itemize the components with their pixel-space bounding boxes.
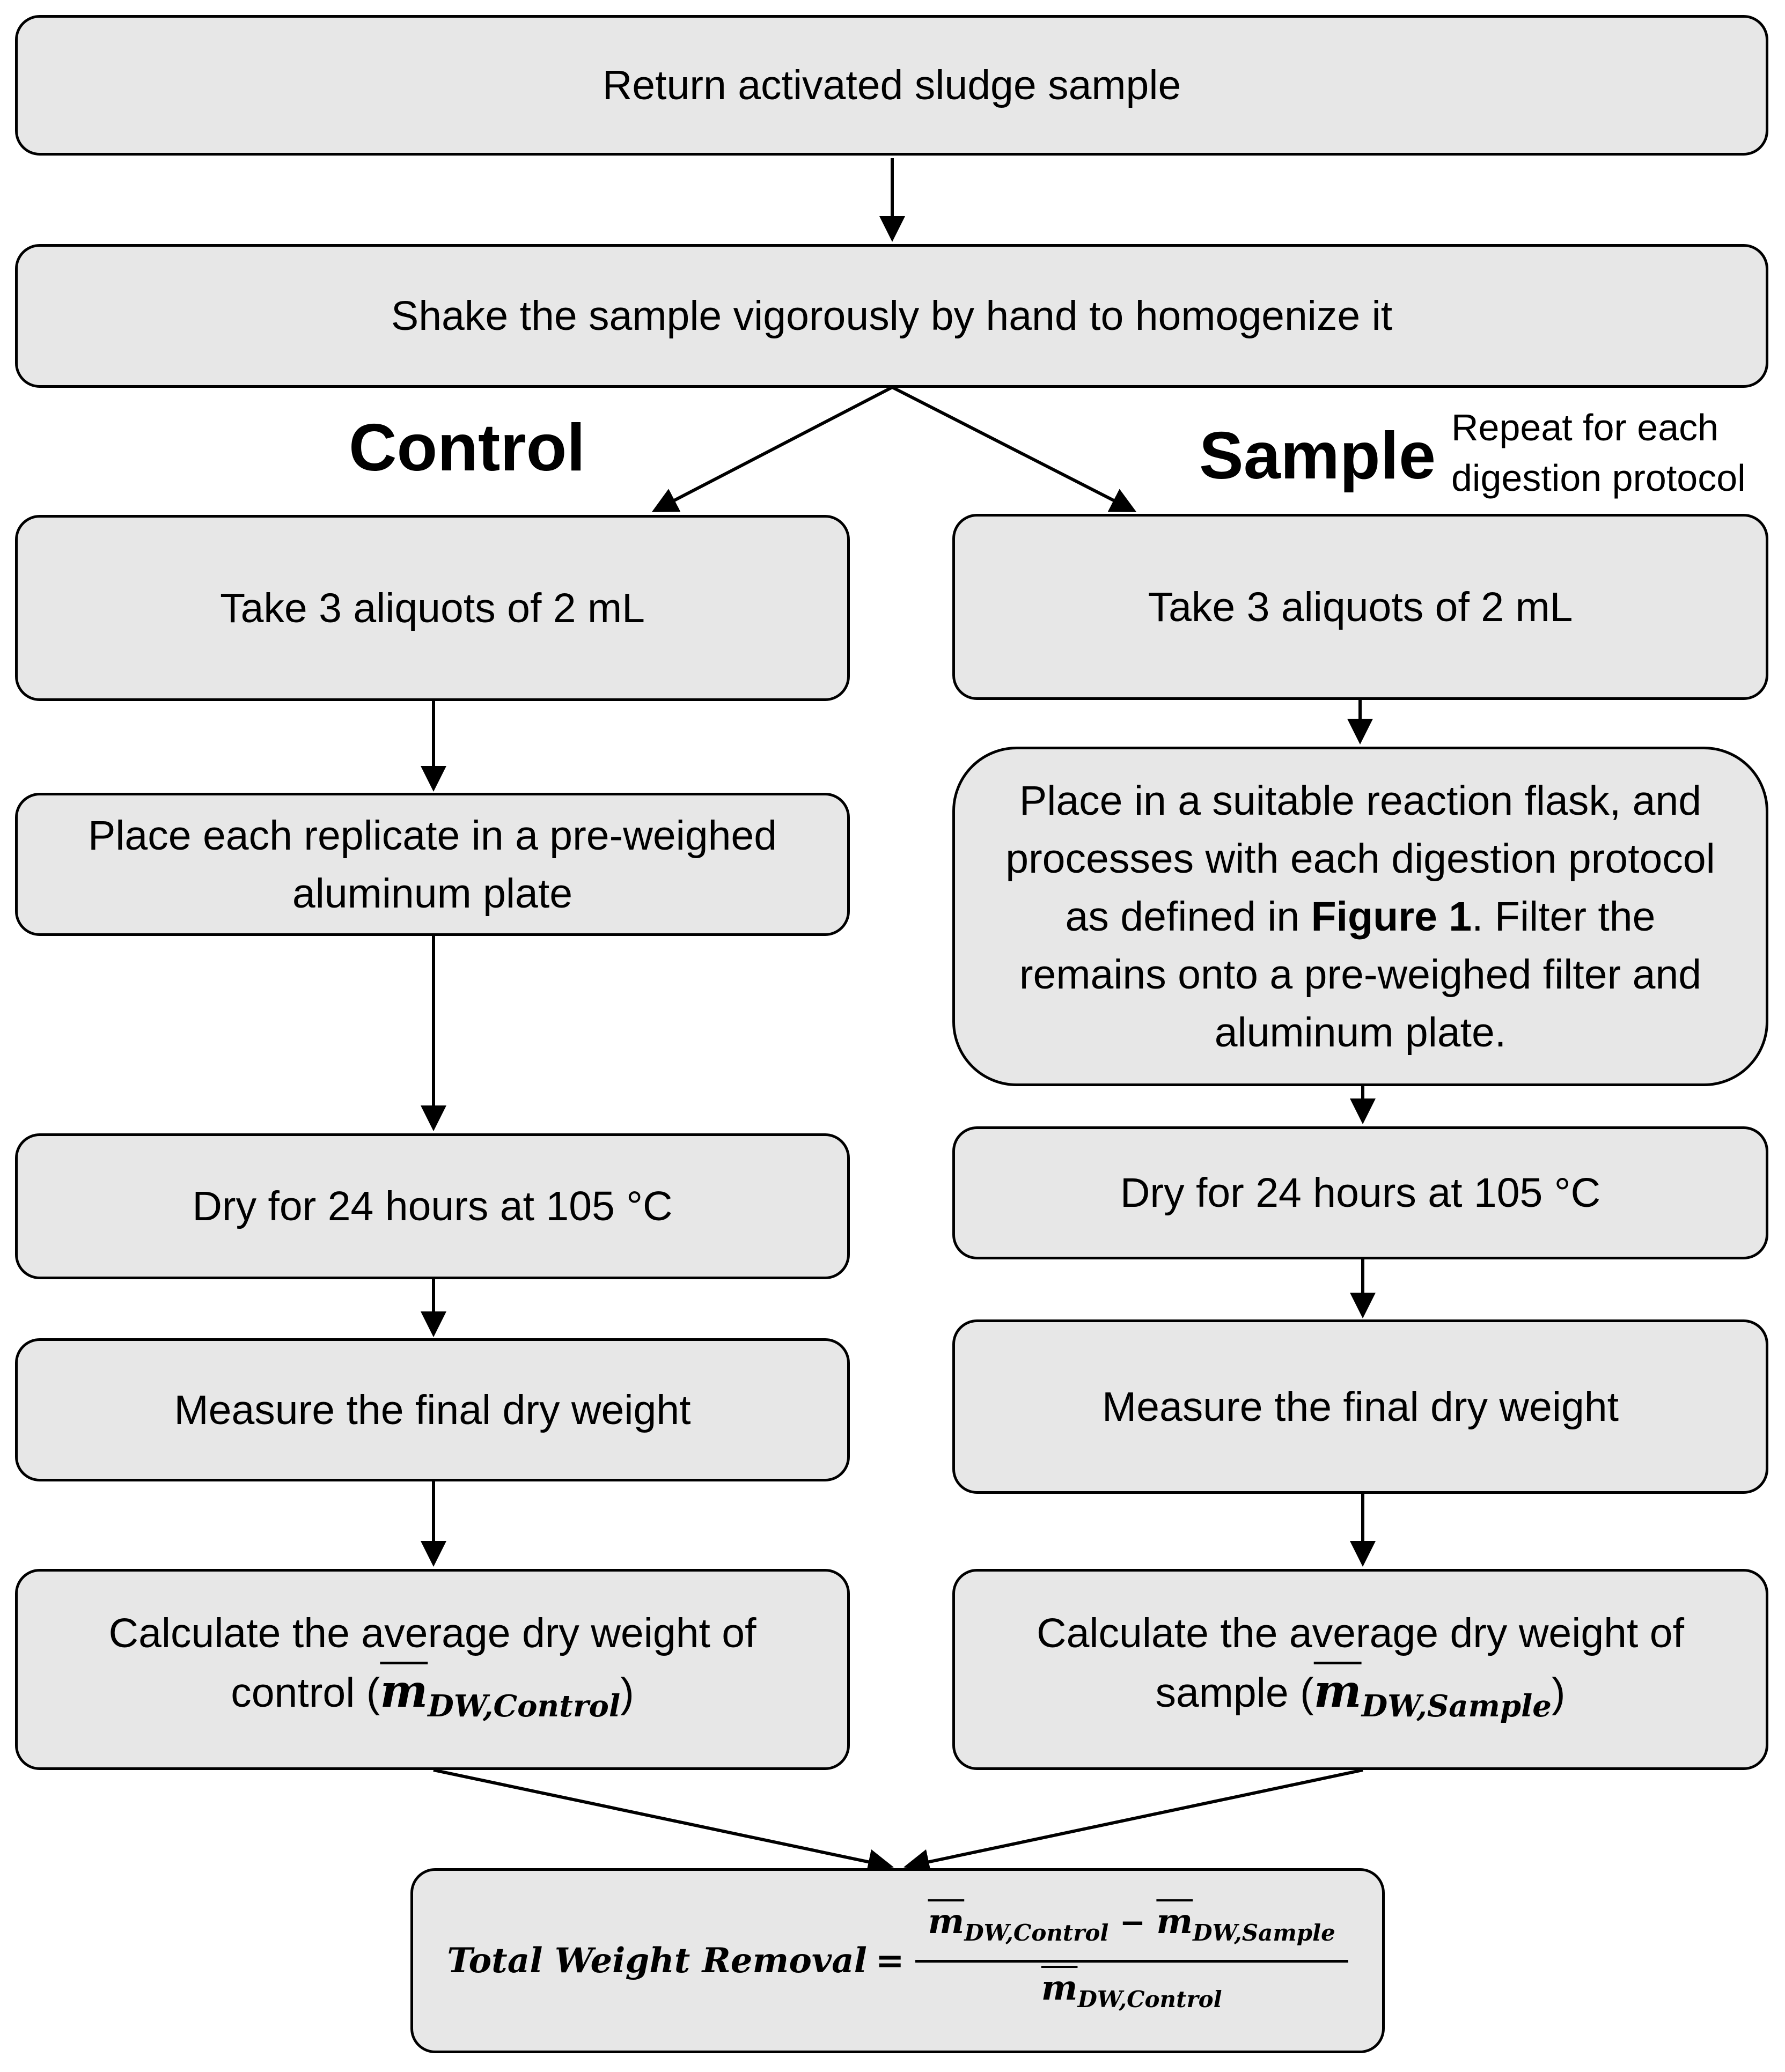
sample-measure-weight: Measure the final dry weight	[952, 1319, 1768, 1494]
control-take-aliquots: Take 3 aliquots of 2 mL	[15, 515, 850, 701]
control-take-aliquots-text: Take 3 aliquots of 2 mL	[220, 585, 645, 631]
arrow-control-calc-to-formula	[433, 1768, 894, 1875]
arrow-shake-to-sample	[891, 386, 1137, 512]
sample-take-aliquots: Take 3 aliquots of 2 mL	[952, 514, 1768, 700]
sample-repeat-note-line1: Repeat for each	[1451, 407, 1719, 448]
sample-place-in-flask-text: Place in a suitable reaction flask, and …	[1005, 777, 1715, 1056]
control-heading: Control	[349, 411, 585, 485]
arrow-sample-calc-to-formula	[903, 1768, 1363, 1875]
sample-repeat-note: Repeat for each digestion protocol	[1451, 402, 1746, 503]
sample-take-aliquots-text: Take 3 aliquots of 2 mL	[1148, 584, 1573, 630]
formula-numerator: mDW,Control − mDW,Sample	[915, 1900, 1348, 1963]
sample-calc-prefix: Calculate the average dry weight of samp…	[1036, 1610, 1685, 1716]
sample-calculate-average-text: Calculate the average dry weight of samp…	[1014, 1604, 1707, 1735]
control-dry: Dry for 24 hours at 105 °C	[15, 1133, 850, 1279]
sample-place-in-flask: Place in a suitable reaction flask, and …	[952, 747, 1768, 1086]
control-dry-text: Dry for 24 hours at 105 °C	[192, 1183, 673, 1229]
sample-repeat-note-line2: digestion protocol	[1451, 457, 1746, 499]
control-calculate-average: Calculate the average dry weight of cont…	[15, 1569, 850, 1770]
formula-label: Total Weight Removal	[447, 1940, 867, 1981]
total-weight-removal-formula: Total Weight Removal = mDW,Control − mDW…	[410, 1868, 1385, 2053]
sample-calculate-average: Calculate the average dry weight of samp…	[952, 1569, 1768, 1770]
control-measure-weight: Measure the final dry weight	[15, 1338, 850, 1481]
sample-dry-text: Dry for 24 hours at 105 °C	[1120, 1170, 1601, 1216]
control-calculate-average-text: Calculate the average dry weight of cont…	[82, 1604, 783, 1735]
control-calc-suffix: )	[620, 1669, 634, 1716]
control-place-replicate-text: Place each replicate in a pre-weighed al…	[87, 812, 777, 917]
step-return-sludge-sample-text: Return activated sludge sample	[602, 62, 1181, 108]
sample-calc-suffix: )	[1551, 1669, 1566, 1716]
control-measure-weight-text: Measure the final dry weight	[174, 1387, 691, 1433]
figure-1-reference: Figure 1	[1311, 893, 1472, 940]
control-mean-dry-weight-symbol: mDW,Control	[380, 1664, 621, 1724]
step-return-sludge-sample: Return activated sludge sample	[15, 15, 1768, 156]
sample-heading: Sample	[1199, 419, 1436, 493]
step-shake-sample: Shake the sample vigorously by hand to h…	[15, 244, 1768, 388]
sample-measure-weight-text: Measure the final dry weight	[1102, 1383, 1619, 1430]
formula-equals: =	[875, 1940, 905, 1981]
step-shake-sample-text: Shake the sample vigorously by hand to h…	[391, 293, 1393, 339]
sample-mean-dry-weight-symbol: mDW,Sample	[1313, 1664, 1552, 1724]
control-place-replicate: Place each replicate in a pre-weighed al…	[15, 793, 850, 936]
arrow-shake-to-control	[651, 386, 893, 512]
formula-fraction: mDW,Control − mDW,Sample mDW,Control	[915, 1900, 1348, 2021]
formula-denominator: mDW,Control	[1041, 1968, 1222, 2012]
control-calc-prefix: Calculate the average dry weight of cont…	[108, 1610, 756, 1716]
sample-dry: Dry for 24 hours at 105 °C	[952, 1126, 1768, 1259]
